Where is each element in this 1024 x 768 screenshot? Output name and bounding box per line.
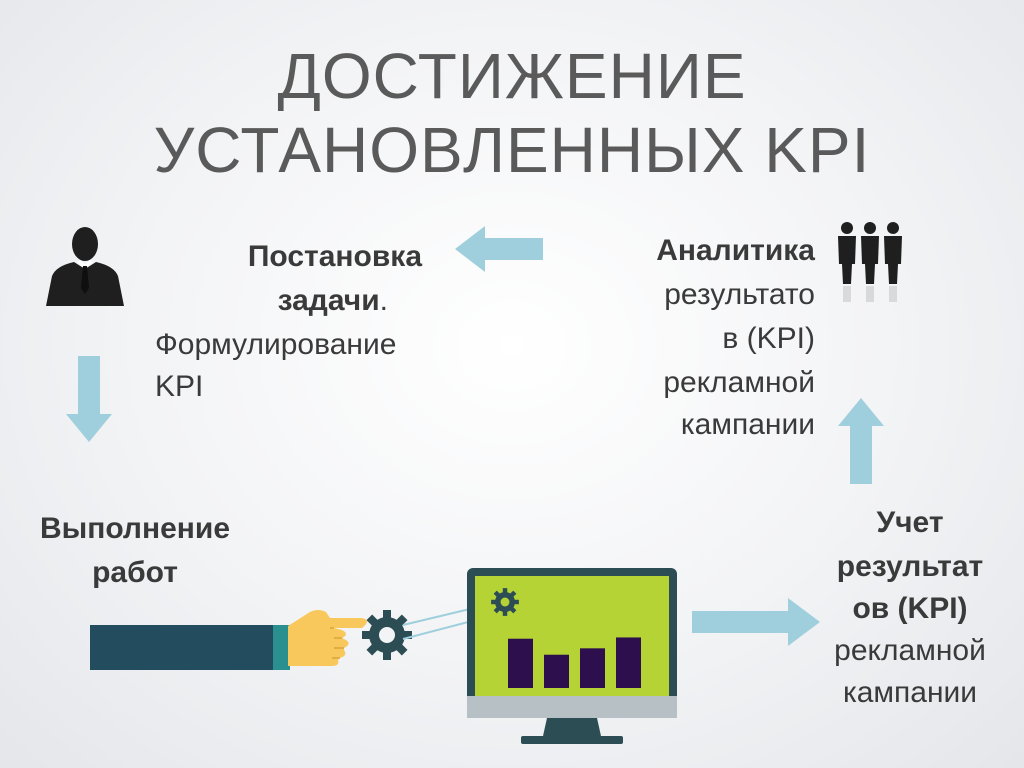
- screen-gear-icon: [490, 587, 520, 617]
- task-subtitle: задачи.: [277, 284, 388, 317]
- arrow-up: [836, 398, 886, 486]
- accounting-line-1: Учет: [876, 506, 944, 539]
- analytics-line-3: в (KPI): [722, 322, 815, 355]
- accounting-line-3: ов (KPI): [852, 592, 968, 625]
- analytics-line-4: рекламной: [663, 366, 815, 399]
- title-line-1: ДОСТИЖЕНИЕ: [277, 40, 747, 112]
- monitor-bar: [616, 637, 641, 688]
- accounting-line-5: кампании: [842, 676, 978, 709]
- accounting-line-4: рекламной: [834, 634, 986, 667]
- task-line-4: KPI: [155, 370, 204, 403]
- task-line-3: Формулирование: [155, 328, 397, 361]
- gear-icon: [360, 608, 414, 662]
- analytics-line-5: кампании: [680, 408, 815, 441]
- arrow-right: [692, 596, 822, 648]
- analytics-line-2: результато: [664, 278, 815, 311]
- analytics-line-1: Аналитика: [656, 234, 815, 267]
- execution-line-1: Выполнение: [39, 512, 231, 545]
- task-title: Постановка: [247, 240, 422, 273]
- title-line-2: УСТАНОВЛЕННЫХ KPI: [153, 114, 871, 186]
- monitor-bar: [580, 648, 605, 688]
- sleeve: [90, 600, 290, 672]
- hand-icon: [288, 604, 374, 670]
- monitor-bar: [508, 638, 533, 688]
- monitor-icon: [467, 568, 677, 748]
- arrow-left: [455, 224, 545, 274]
- arrow-down: [64, 356, 114, 444]
- businessman-icon: [44, 222, 126, 306]
- accounting-line-2: результат: [836, 550, 984, 583]
- monitor-bar: [544, 654, 569, 688]
- team-icon: [834, 220, 906, 310]
- execution-line-2: работ: [92, 556, 178, 589]
